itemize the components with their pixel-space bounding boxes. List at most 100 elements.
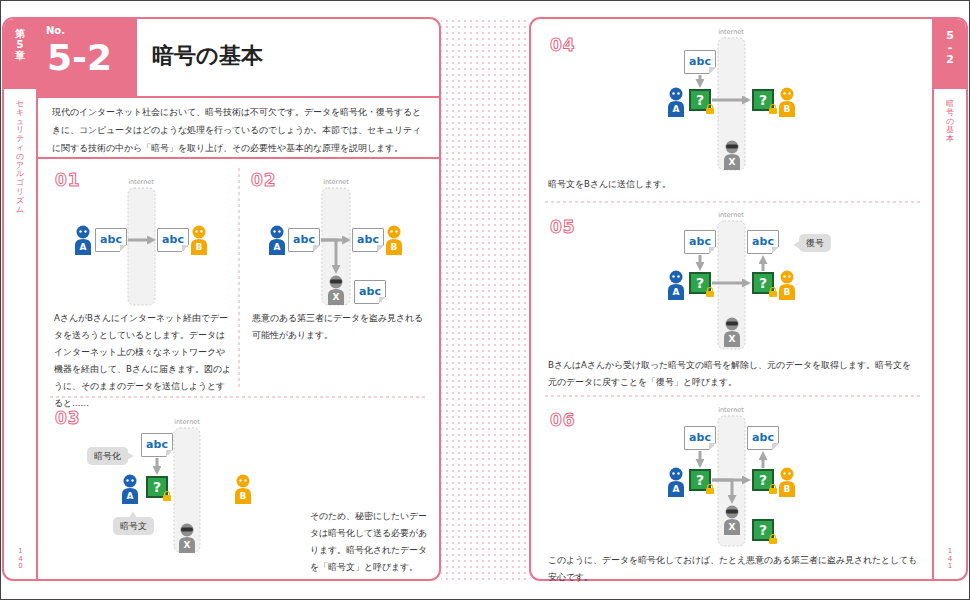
person-head <box>77 226 90 239</box>
arrow-connector <box>712 99 742 102</box>
document-text: abc <box>685 231 715 253</box>
right-page-frame <box>530 18 967 580</box>
person-body <box>724 154 740 170</box>
step-panel: 03 そのため、秘密にしたいデータは暗号化して送る必要があります。暗号化されたデー… <box>40 400 440 578</box>
section-title: 暗号の基本 <box>946 100 954 144</box>
person-head <box>271 226 284 239</box>
person-mask <box>330 280 342 284</box>
person-head <box>726 141 739 154</box>
person-body <box>724 331 740 347</box>
arrow-connector <box>762 264 765 271</box>
person-mask <box>726 510 738 514</box>
person-eye <box>677 472 679 474</box>
person-head <box>330 276 343 289</box>
callout-bubble: 復号 <box>799 234 831 252</box>
person-icon: B <box>190 225 208 255</box>
network-label: internet <box>718 28 744 36</box>
person-letter: X <box>327 291 345 304</box>
person-eye <box>788 472 790 474</box>
person-icon: A <box>121 474 139 504</box>
person-eye <box>126 479 128 481</box>
person-body <box>668 284 684 300</box>
lock-icon <box>706 291 714 297</box>
document-text: abc <box>685 51 715 73</box>
document-text: abc <box>142 434 172 456</box>
panel-separator <box>50 397 425 398</box>
person-icon: B <box>385 225 403 255</box>
panel-separator <box>545 396 920 397</box>
step-number: 04 <box>550 35 576 55</box>
step-number: 03 <box>55 408 81 428</box>
encrypted-data: ? <box>752 272 774 294</box>
person-head <box>726 318 739 331</box>
person-letter: A <box>268 241 286 254</box>
person-body <box>779 481 795 497</box>
person-eye <box>278 230 280 232</box>
person-letter: X <box>178 539 196 552</box>
data-document: abc <box>141 433 173 457</box>
chapter-tab <box>4 19 37 89</box>
chapter-tab-text: 第5章 <box>15 28 25 61</box>
internet-column <box>128 188 155 305</box>
lock-icon <box>769 488 777 494</box>
document-text: abc <box>353 229 383 251</box>
person-eye <box>200 230 202 232</box>
person-mask <box>726 322 738 326</box>
person-mask <box>726 145 738 149</box>
document-text: abc <box>685 427 715 449</box>
person-letter: B <box>385 241 403 254</box>
page-number: 140 <box>17 548 24 571</box>
encrypted-data: ? <box>689 469 711 491</box>
intro-rule <box>37 157 440 159</box>
person-icon: B <box>234 474 252 504</box>
lock-icon <box>769 291 777 297</box>
person-body <box>122 488 138 504</box>
step-panel: 06このように、データを暗号化しておけば、たとえ悪意のある第三者に盗み見されたと… <box>533 400 933 578</box>
chapter-title: セキュリティのアルゴリズム <box>16 100 24 214</box>
arrow-connector <box>128 239 147 242</box>
encrypted-data: ? <box>689 272 711 294</box>
person-letter: B <box>778 103 796 116</box>
person-body <box>668 481 684 497</box>
callout-text: 暗号文 <box>120 520 147 532</box>
person-icon: A <box>667 467 685 497</box>
person-eye <box>79 230 81 232</box>
person-body <box>269 239 285 255</box>
person-head <box>781 271 794 284</box>
arrow-connector <box>762 460 765 468</box>
page-title: 暗号の基本 <box>152 42 263 70</box>
page-number: 141 <box>947 548 954 571</box>
person-eye <box>395 230 397 232</box>
person-head <box>670 271 683 284</box>
callout-text: 暗号化 <box>94 450 121 462</box>
data-document: abc <box>684 50 716 74</box>
person-letter: A <box>667 286 685 299</box>
person-letter: B <box>778 483 796 496</box>
person-eye <box>672 472 674 474</box>
lock-icon <box>163 495 171 501</box>
person-icon: X <box>327 275 345 305</box>
step-number: 06 <box>550 410 576 430</box>
person-letter: B <box>190 241 208 254</box>
person-head <box>670 88 683 101</box>
step-text: 悪意のある第三者にデータを盗み見される可能性があります。 <box>252 310 430 344</box>
step-text: 暗号文をBさんに送信します。 <box>548 176 918 193</box>
step-number: 01 <box>55 170 81 190</box>
section-number: 5-2 <box>47 38 112 78</box>
data-document: abc <box>288 228 320 252</box>
person-icon: B <box>778 87 796 117</box>
person-head <box>181 524 194 537</box>
person-head <box>781 88 794 101</box>
gutter-dots <box>441 18 530 581</box>
arrow-connector <box>698 451 701 459</box>
person-icon: A <box>667 87 685 117</box>
step-text: そのため、秘密にしたいデータは暗号化して送る必要があります。暗号化されたデータを… <box>310 508 430 576</box>
lock-icon <box>769 538 777 544</box>
number-box <box>37 19 137 97</box>
data-document: abc <box>684 230 716 254</box>
callout-bubble: 暗号文 <box>113 517 154 535</box>
person-icon: X <box>178 523 196 553</box>
encrypted-data: ? <box>689 89 711 111</box>
side-rule <box>932 18 934 580</box>
